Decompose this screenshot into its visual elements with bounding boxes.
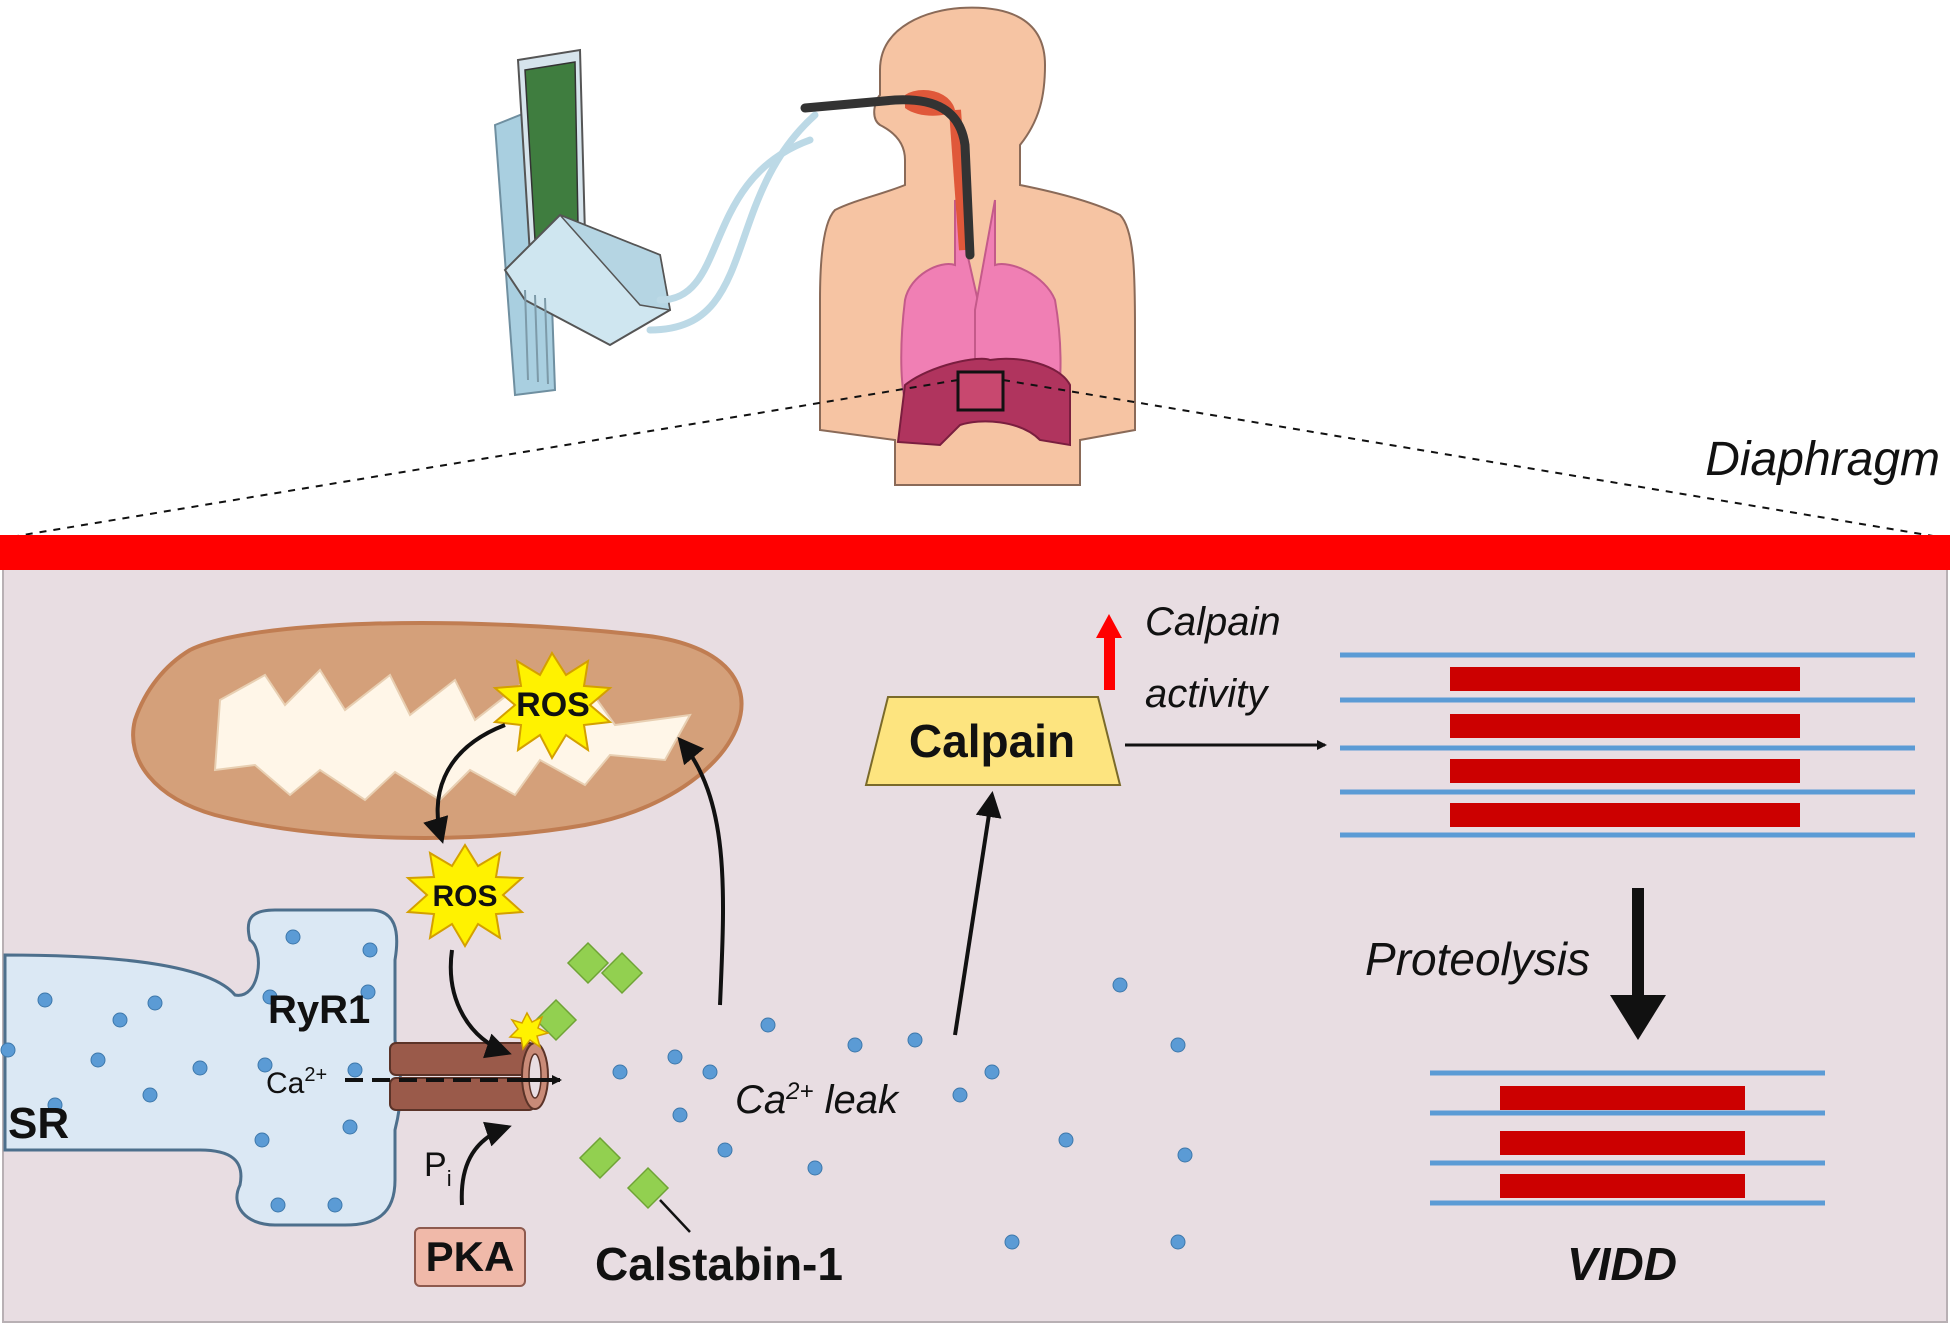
ca-label: Ca2+ bbox=[266, 1064, 327, 1100]
proteolysis-arrow-head bbox=[1610, 995, 1666, 1040]
diaphragm-zoom-box bbox=[956, 370, 1005, 412]
patient bbox=[800, 6, 1136, 486]
calpain-label: Calpain bbox=[909, 715, 1075, 767]
pka-box bbox=[414, 1227, 526, 1287]
sarcomere-atrophied bbox=[1430, 1070, 1825, 1206]
calpain-activity-line1: Calpain bbox=[1145, 600, 1281, 644]
vidd-label: VIDD bbox=[1567, 1238, 1677, 1290]
sarcolemma bbox=[0, 535, 1950, 570]
ventilator-tubing bbox=[646, 111, 819, 334]
calpain-activity-line2: activity bbox=[1145, 672, 1270, 716]
calstabin-molecules bbox=[534, 941, 670, 1210]
phosphate-label: Pi bbox=[424, 1146, 452, 1191]
ros-label-ryr: ROS bbox=[432, 880, 497, 913]
sr-label: SR bbox=[8, 1099, 69, 1148]
calpain-increase-arrow bbox=[1096, 614, 1122, 690]
proteolysis-label: Proteolysis bbox=[1365, 933, 1590, 985]
ventilator bbox=[493, 48, 672, 397]
ros-burst-mito: ROS bbox=[492, 651, 613, 761]
endotracheal-tube bbox=[800, 95, 975, 260]
ryr1-channel bbox=[389, 1042, 549, 1111]
calstabin-label: Calstabin-1 bbox=[595, 1238, 843, 1290]
ros-small-burst bbox=[508, 1011, 551, 1051]
ryr1-label: RyR1 bbox=[268, 988, 370, 1032]
ros-label-mito: ROS bbox=[516, 686, 590, 724]
ca-leak-label: Ca2+ leak bbox=[735, 1078, 900, 1122]
pka-label: PKA bbox=[426, 1233, 515, 1280]
calpain-box bbox=[864, 696, 1122, 786]
calcium-ions bbox=[0, 929, 1193, 1250]
sarcomere-healthy bbox=[1340, 652, 1915, 838]
diaphragm-label: Diaphragm bbox=[1705, 433, 1940, 486]
ventilator-screen bbox=[524, 61, 579, 242]
ros-burst-ryr: ROS bbox=[405, 843, 525, 948]
calstabin-pointer bbox=[659, 1199, 691, 1233]
ros-arrows bbox=[423, 723, 1002, 1206]
zoom-lines bbox=[4, 379, 1946, 539]
